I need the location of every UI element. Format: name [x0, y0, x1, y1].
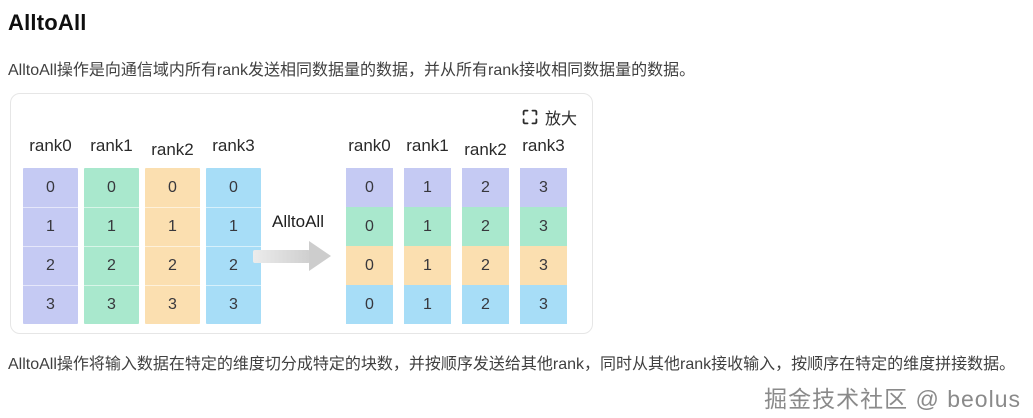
input-grid-cell: 2: [84, 246, 139, 285]
input-grid-cell: 2: [23, 246, 78, 285]
output-grid-cell: 0: [346, 246, 393, 285]
input-grid-cell: 0: [107, 178, 116, 196]
input-grid-headers: rank0 rank1 rank2 rank3: [23, 136, 267, 160]
output-grid-cell: 0: [346, 168, 393, 207]
description-paragraph: AlltoAll操作将输入数据在特定的维度切分成特定的块数，并按顺序发送给其他r…: [8, 356, 1016, 373]
output-grid-header-rank3: rank3: [522, 136, 565, 155]
output-grid-cell: 3: [520, 168, 567, 207]
zoom-in-label: 放大: [544, 111, 577, 128]
output-grid-cell: 1: [404, 168, 451, 207]
input-grid-cell: 2: [206, 246, 261, 285]
input-grid-header-rank1: rank1: [90, 136, 133, 155]
output-grid-header-rank0: rank0: [348, 136, 391, 155]
output-grid-headers: rank0 rank1 rank2 rank3: [346, 136, 578, 160]
output-grid-cell: 1: [404, 246, 451, 285]
input-grid-cell: 0: [46, 178, 55, 196]
output-grid-cell: 1: [404, 285, 451, 324]
input-grid-cell: 1: [23, 207, 78, 246]
output-grid-cell: 2: [462, 207, 509, 246]
input-grid-header-rank0: rank0: [29, 136, 72, 155]
output-grid-cell: 3: [520, 207, 567, 246]
input-grid-cell: 0: [168, 178, 177, 196]
alltoall-arrow: AlltoAll: [253, 212, 343, 271]
input-grid-cell: 3: [84, 285, 139, 324]
output-grid-cell: 0: [346, 207, 393, 246]
input-grid-cell: 3: [206, 285, 261, 324]
watermark: 掘金技术社区 @ beolus: [764, 386, 1021, 412]
input-grid-cell: 3: [23, 285, 78, 324]
output-grid-header-rank2: rank2: [464, 140, 507, 159]
input-grid-header-rank2: rank2: [151, 140, 194, 159]
arrow-label: AlltoAll: [272, 212, 324, 231]
right-arrow-icon: [253, 241, 333, 271]
input-grid-cell: 1: [145, 207, 200, 246]
output-grid-cell: 1: [404, 207, 451, 246]
output-grid-cell: 0: [346, 285, 393, 324]
output-grid-cell: 3: [520, 246, 567, 285]
input-grid-cell: 1: [206, 207, 261, 246]
input-grid-cell: 3: [145, 285, 200, 324]
input-grid-cell: 0: [229, 178, 238, 196]
output-grid-cell: 3: [520, 285, 567, 324]
intro-paragraph: AlltoAll操作是向通信域内所有rank发送相同数据量的数据，并从所有ran…: [8, 62, 696, 79]
input-grid-cell: 1: [84, 207, 139, 246]
output-grid-cell: 2: [462, 246, 509, 285]
input-grid-cell: 2: [145, 246, 200, 285]
output-grid-cell: 2: [462, 285, 509, 324]
output-grid-header-rank1: rank1: [406, 136, 449, 155]
output-grid-cell: 2: [462, 168, 509, 207]
expand-icon: [522, 109, 538, 125]
input-grid-header-rank3: rank3: [212, 136, 255, 155]
zoom-in-button[interactable]: 放大: [522, 105, 577, 129]
page-title: AlltoAll: [8, 10, 87, 35]
